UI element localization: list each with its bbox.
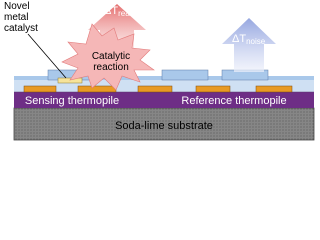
diagram-canvas: Soda-lime substrate Sensing thermopile R… xyxy=(4,1,315,141)
svg-text:catalyst: catalyst xyxy=(4,23,38,34)
svg-text:Novel: Novel xyxy=(4,1,30,12)
pad xyxy=(137,85,173,93)
catalytic-reaction-burst xyxy=(61,23,155,91)
reference-thermopile-label: Reference thermopile xyxy=(181,95,286,107)
delta-t-noise-label: ΔTnoise xyxy=(232,33,266,46)
substrate-layer: Soda-lime substrate xyxy=(13,107,315,141)
svg-text:metal: metal xyxy=(4,12,28,23)
pad xyxy=(195,85,231,93)
sensing-thermopile-label: Sensing thermopile xyxy=(25,95,119,107)
catalyst-leader-line xyxy=(27,33,67,79)
delta-t-reaction-label: ΔTreaction xyxy=(104,5,147,18)
catalyst-pad xyxy=(57,77,83,84)
pad xyxy=(23,85,57,93)
noise-heat-arrow xyxy=(222,18,276,72)
novel-catalyst-label: Novel metal catalyst xyxy=(4,1,38,34)
pad xyxy=(255,85,293,93)
substrate-label: Soda-lime substrate xyxy=(115,120,213,132)
catalytic-label-line2: reaction xyxy=(93,62,129,73)
thermocouple-pads xyxy=(23,85,293,93)
catalytic-sensor-diagram: Soda-lime substrate Sensing thermopile R… xyxy=(4,1,315,141)
catalytic-label-line1: Catalytic xyxy=(92,51,130,62)
thermopile-layer: Sensing thermopile Reference thermopile xyxy=(14,92,314,108)
pad xyxy=(77,85,117,93)
